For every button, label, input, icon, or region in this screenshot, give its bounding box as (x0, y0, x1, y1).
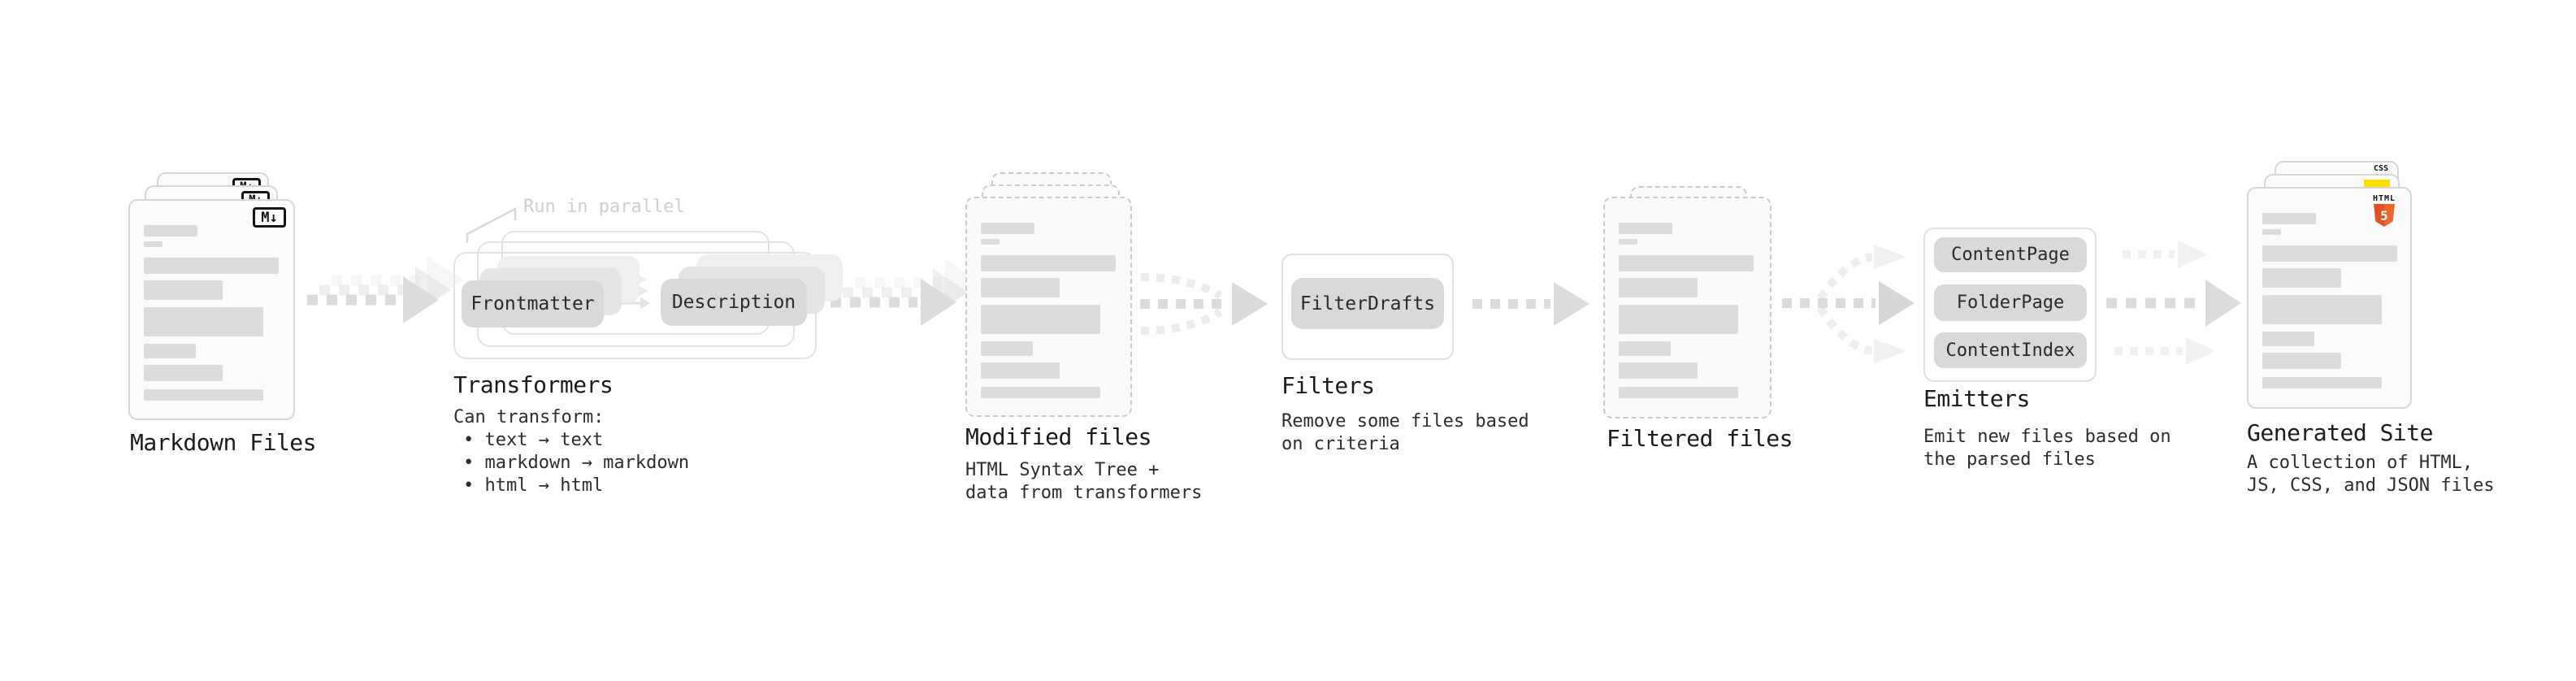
content-bar (1619, 341, 1671, 356)
markdown-icon: M↓ (253, 207, 286, 228)
generated-site-title: Generated Site (2247, 419, 2434, 446)
content-bar (1619, 278, 1698, 297)
content-bar (981, 239, 1000, 245)
html5-icon: HTML 5 (2366, 194, 2402, 227)
content-bar (144, 389, 263, 401)
generated-site-desc-line: A collection of HTML, (2247, 453, 2474, 473)
transformers-description: Can transform: • text → text • markdown … (453, 406, 689, 497)
folderpage-box: FolderPage (1934, 284, 2087, 321)
generated-file-card-html: HTML 5 (2247, 187, 2412, 409)
content-bar (981, 305, 1100, 334)
run-in-parallel-annotation: Run in parallel (523, 197, 685, 217)
filters-description: Remove some files based on criteria (1281, 410, 1529, 456)
arrow-transformers-to-modified (830, 259, 981, 326)
modified-files-desc-line: data from transformers (965, 483, 1203, 503)
filtered-file-card (1603, 197, 1772, 419)
content-bar (2262, 332, 2314, 346)
generated-site-description: A collection of HTML, JS, CSS, and JSON … (2247, 452, 2495, 497)
content-bar (2262, 229, 2281, 235)
arrow-filters-to-filtered (1472, 282, 1589, 326)
content-bar (144, 241, 163, 247)
arrow-filtered-to-emitters (1782, 245, 1915, 363)
transformer-bullet: • text → text (463, 430, 604, 450)
content-bar (2262, 268, 2341, 288)
emitters-title: Emitters (1923, 385, 2030, 412)
content-bar (144, 307, 263, 336)
transformer-bullet: • html → html (463, 475, 604, 496)
content-bar (2262, 353, 2341, 369)
transformers-title: Transformers (453, 371, 614, 398)
document-content-placeholder (2262, 213, 2397, 388)
content-bar (2262, 245, 2397, 262)
content-bar (981, 278, 1060, 297)
content-bar (2262, 377, 2382, 388)
document-content-placeholder (981, 223, 1116, 398)
content-bar (981, 223, 1034, 234)
content-bar (144, 258, 279, 274)
js-icon (2364, 180, 2390, 189)
content-bar (144, 344, 196, 358)
filters-desc-line: on criteria (1281, 434, 1400, 454)
content-bar (981, 255, 1116, 271)
contentindex-box: ContentIndex (1934, 332, 2087, 368)
content-bar (981, 387, 1100, 398)
transformers-subtitle: Can transform: (453, 407, 605, 427)
filtered-files-title: Filtered files (1607, 425, 1793, 452)
content-bar (2262, 295, 2382, 324)
frontmatter-box: Frontmatter (462, 280, 604, 327)
emitters-desc-line: Emit new files based on (1923, 427, 2171, 447)
css-icon-label: CSS (2373, 164, 2389, 173)
markdown-file-card: M↓ (128, 199, 295, 420)
emitters-description: Emit new files based on the parsed files (1923, 426, 2171, 471)
filters-desc-line: Remove some files based (1281, 411, 1529, 432)
arrow-modified-to-filters (1140, 273, 1268, 335)
arrow-markdown-to-transformers (307, 257, 463, 323)
content-bar (2262, 213, 2316, 224)
description-box: Description (661, 279, 807, 326)
content-bar (1619, 387, 1738, 398)
content-bar (144, 280, 223, 300)
content-bar (1619, 305, 1738, 334)
emitters-desc-line: the parsed files (1923, 449, 2096, 470)
html5-icon-number: 5 (2380, 207, 2388, 223)
transformer-bullet: • markdown → markdown (463, 453, 690, 473)
content-bar (144, 225, 197, 236)
content-bar (1619, 362, 1698, 379)
content-bar (144, 365, 223, 381)
contentpage-box: ContentPage (1934, 237, 2087, 272)
arrow-emitters-to-generated (2106, 241, 2241, 365)
filterdrafts-box: FilterDrafts (1291, 278, 1444, 329)
markdown-files-label: Markdown Files (130, 429, 317, 456)
content-bar (1619, 239, 1637, 245)
document-content-placeholder (1619, 223, 1754, 398)
modified-files-description: HTML Syntax Tree + data from transformer… (965, 459, 1202, 505)
modified-file-card (965, 197, 1132, 417)
content-bar (981, 341, 1033, 356)
filters-title: Filters (1281, 372, 1375, 399)
document-content-placeholder (144, 225, 279, 401)
modified-files-title: Modified files (965, 423, 1152, 450)
generated-site-desc-line: JS, CSS, and JSON files (2247, 475, 2495, 496)
content-bar (1619, 255, 1754, 271)
modified-files-desc-line: HTML Syntax Tree + (965, 460, 1160, 480)
content-bar (981, 362, 1060, 379)
content-bar (1619, 223, 1672, 234)
html5-icon-label: HTML (2372, 194, 2396, 203)
